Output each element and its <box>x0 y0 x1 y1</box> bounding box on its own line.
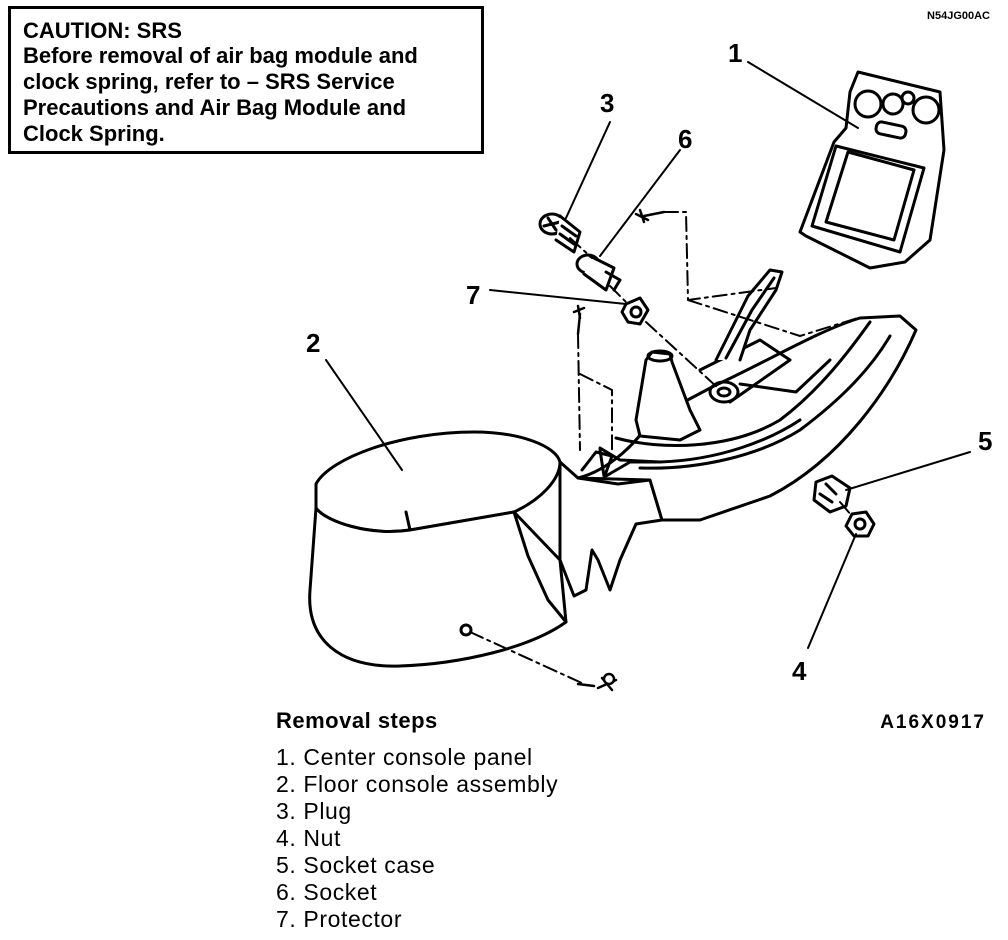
nut-drawing <box>844 510 876 538</box>
list-item: 4. Nut <box>276 825 341 851</box>
callout-2: 2 <box>306 328 320 358</box>
assembly-lines <box>469 211 859 685</box>
figure-code: N54JG00AC <box>927 10 990 22</box>
list-item: 7. Protector <box>276 906 403 932</box>
caution-title: CAUTION: SRS <box>23 18 182 43</box>
leader-lines <box>325 61 971 649</box>
list-item: 3. Plug <box>276 798 352 824</box>
caution-box: CAUTION: SRS Before removal of air bag m… <box>8 6 484 154</box>
caution-line: Before removal of air bag module and <box>23 43 418 68</box>
removal-steps-list: 1. Center console panel 2. Floor console… <box>276 744 558 933</box>
plug-drawing <box>538 212 582 254</box>
callout-6: 6 <box>678 124 692 154</box>
list-item: 6. Socket <box>276 879 378 905</box>
callout-4: 4 <box>792 656 807 686</box>
callout-3: 3 <box>600 88 614 118</box>
protector-drawing <box>620 296 650 326</box>
callout-7: 7 <box>466 280 480 310</box>
figure-ref: A16X0917 <box>880 712 986 733</box>
list-item: 1. Center console panel <box>276 744 533 770</box>
list-item: 5. Socket case <box>276 852 436 878</box>
exploded-diagram: 1 2 3 4 5 6 7 <box>306 38 992 692</box>
caution-line: Clock Spring. <box>23 121 165 146</box>
caution-line: Precautions and Air Bag Module and <box>23 95 407 120</box>
floor-console-drawing <box>308 268 918 668</box>
callout-1: 1 <box>728 38 742 68</box>
removal-steps-title: Removal steps <box>276 708 438 733</box>
callout-5: 5 <box>978 426 992 456</box>
list-item: 2. Floor console assembly <box>276 771 559 797</box>
screw-drawing <box>572 208 666 692</box>
socket-drawing <box>575 253 622 292</box>
center-console-panel-drawing <box>798 70 946 270</box>
caution-line: clock spring, refer to – SRS Service <box>23 69 395 94</box>
